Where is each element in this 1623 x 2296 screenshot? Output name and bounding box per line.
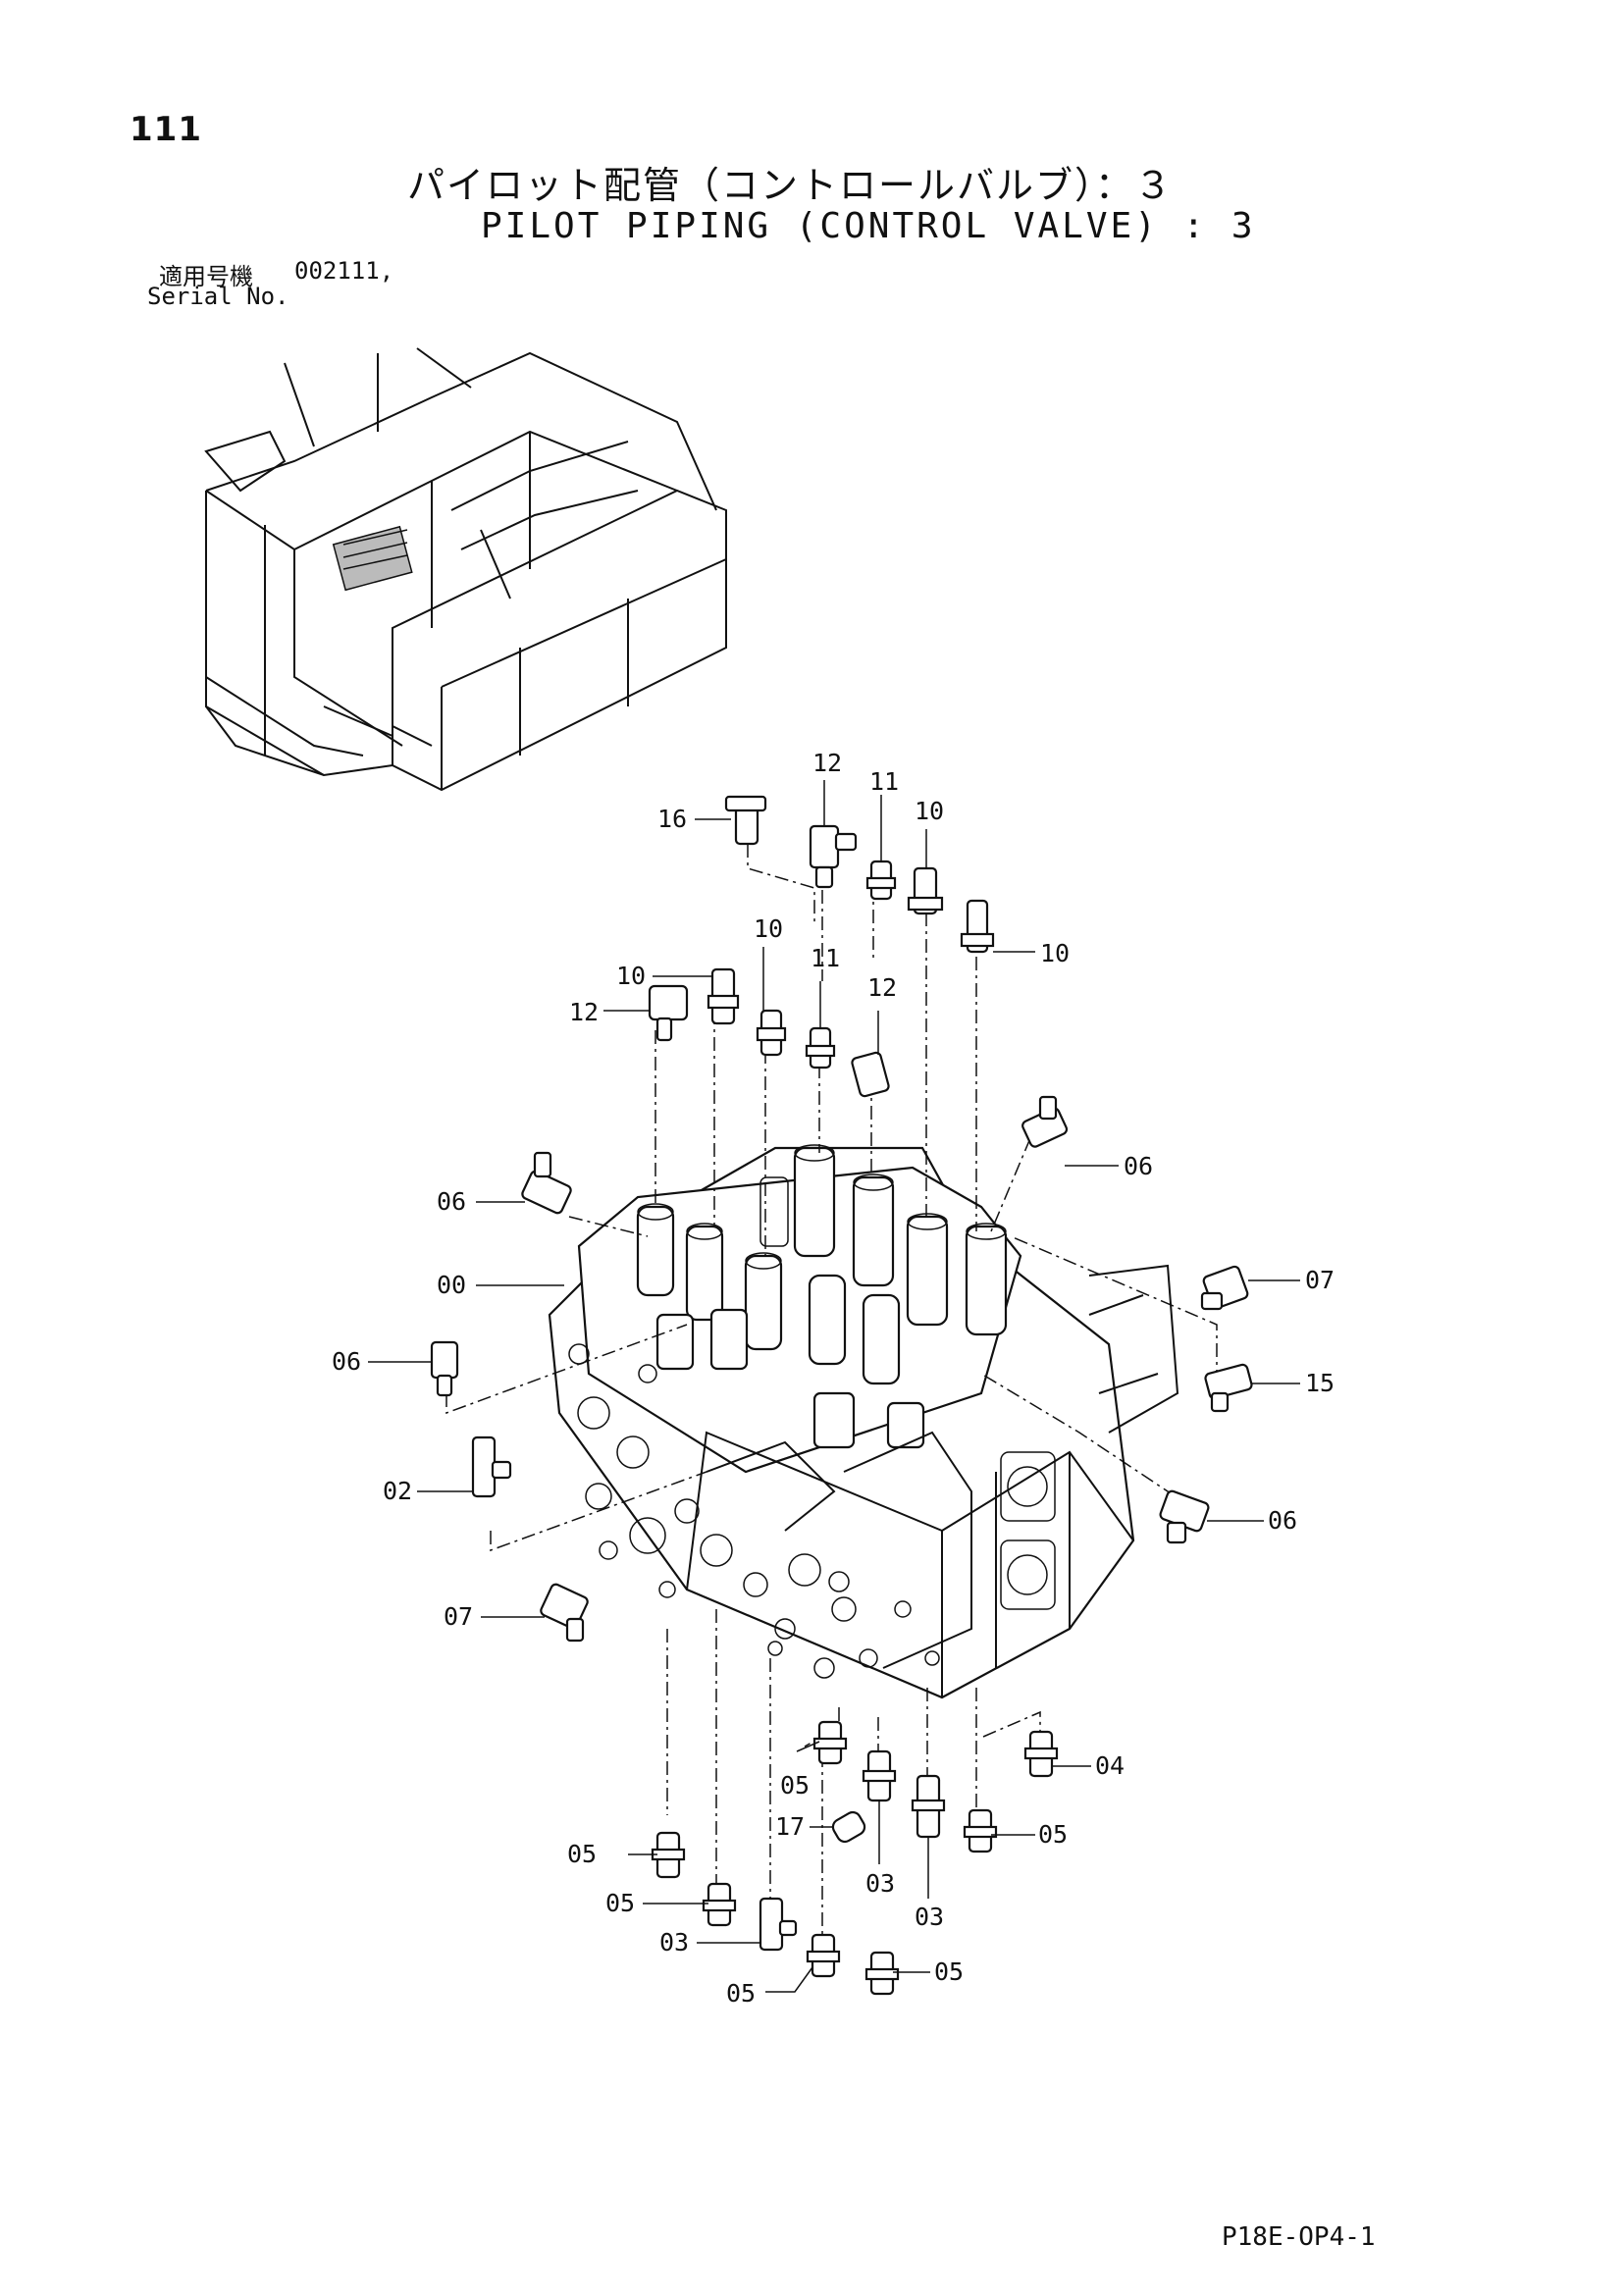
control-valve-assembly — [548, 1144, 1179, 1699]
label-11-mid: 11 — [811, 944, 840, 972]
fitting-07-right — [1200, 1265, 1249, 1311]
label-04: 04 — [1095, 1751, 1125, 1780]
fitting-05-a — [812, 1720, 848, 1765]
fitting-12-right — [851, 1051, 890, 1098]
label-12-left: 12 — [569, 998, 599, 1026]
part-labels: 16 12 11 10 10 11 10 12 10 12 06 06 00 0… — [332, 749, 1335, 2008]
fitting-10-d — [756, 1009, 787, 1057]
label-05-b: 05 — [1038, 1820, 1068, 1849]
fitting-05-e — [806, 1933, 841, 1978]
label-03-a: 03 — [865, 1869, 895, 1898]
valve-port-holes — [568, 1343, 940, 1679]
serial-label-english: Serial No. — [147, 283, 289, 310]
fitting-17 — [831, 1810, 866, 1844]
serial-label-japanese: 適用号機 — [159, 263, 253, 290]
fitting-04 — [1023, 1730, 1059, 1778]
label-02: 02 — [383, 1477, 412, 1505]
fitting-03-a — [862, 1749, 897, 1802]
label-05-e: 05 — [726, 1979, 756, 2008]
label-12-right: 12 — [867, 973, 897, 1002]
label-12-top: 12 — [812, 749, 842, 777]
label-06-right-top: 06 — [1124, 1152, 1153, 1180]
fitting-06-left-top — [521, 1151, 572, 1215]
fitting-05-f — [864, 1951, 900, 1996]
page-number: 111 — [130, 110, 202, 149]
fitting-11-top — [865, 860, 897, 901]
machine-location-inset — [204, 347, 727, 792]
label-05-c: 05 — [567, 1840, 597, 1868]
label-07-right: 07 — [1305, 1266, 1335, 1294]
fitting-07-left — [540, 1583, 589, 1643]
label-03-c: 03 — [659, 1928, 689, 1957]
fitting-06-left — [430, 1340, 459, 1397]
fitting-05-d — [702, 1882, 737, 1927]
label-11-top: 11 — [869, 767, 899, 796]
fittings — [430, 795, 1253, 1996]
label-10-c: 10 — [754, 914, 783, 943]
leader-lines — [368, 780, 1300, 1993]
fitting-10-b — [960, 899, 995, 954]
label-05-d: 05 — [605, 1889, 635, 1917]
label-10-d: 10 — [616, 962, 646, 990]
title-japanese: パイロット配管（コントロールバルブ）：３ — [407, 164, 1175, 207]
label-00: 00 — [437, 1271, 466, 1299]
label-03-b: 03 — [915, 1903, 944, 1931]
fitting-15 — [1204, 1363, 1253, 1413]
label-05-a: 05 — [780, 1771, 810, 1800]
fitting-16 — [724, 795, 767, 846]
fitting-11-mid — [805, 1026, 836, 1070]
fitting-02 — [471, 1435, 512, 1498]
label-06-left: 06 — [332, 1347, 361, 1376]
label-06-left-top: 06 — [437, 1187, 466, 1216]
serial-value: 002111, — [294, 257, 394, 285]
label-05-f: 05 — [934, 1957, 964, 1986]
connection-lines — [445, 844, 1218, 1943]
label-07-left: 07 — [444, 1602, 473, 1631]
fitting-05-b — [963, 1808, 998, 1853]
label-06-right-bottom: 06 — [1268, 1506, 1297, 1535]
fitting-12-top — [809, 824, 858, 889]
title-english: PILOT PIPING (CONTROL VALVE) : 3 — [481, 206, 1256, 246]
drawing-code: P18E-OP4-1 — [1222, 2222, 1376, 2252]
valve-spools — [636, 1144, 1008, 1449]
label-10-b: 10 — [1040, 939, 1070, 967]
fitting-06-right-top — [1021, 1095, 1069, 1148]
label-10-a: 10 — [915, 797, 944, 825]
fitting-03-c — [759, 1897, 798, 1952]
label-17: 17 — [775, 1812, 805, 1841]
fitting-10-a — [907, 866, 944, 915]
fitting-12-left — [648, 984, 689, 1042]
label-16: 16 — [657, 805, 687, 833]
fitting-03-b — [911, 1774, 946, 1839]
fitting-05-c — [651, 1831, 686, 1879]
label-15: 15 — [1305, 1369, 1335, 1397]
fitting-10-c — [707, 967, 740, 1025]
fitting-06-right-bottom — [1159, 1489, 1210, 1544]
